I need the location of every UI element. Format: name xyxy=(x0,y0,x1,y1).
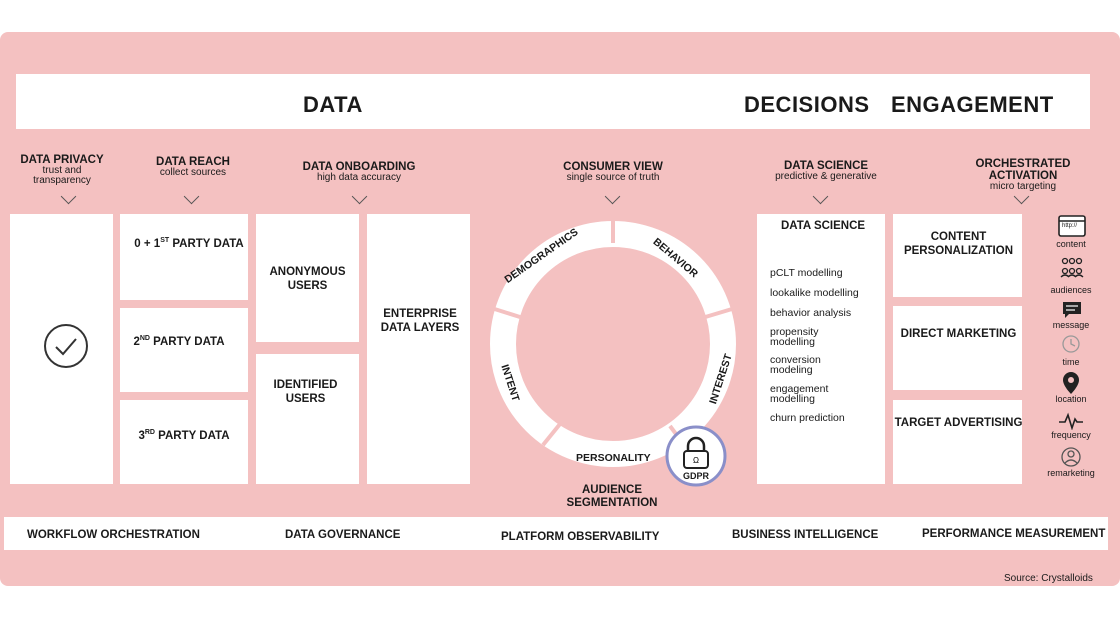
header-subtitle: collect sources xyxy=(159,167,227,178)
header-data-onboarding: DATA ONBOARDING high data accuracy xyxy=(294,161,424,183)
browser-icon xyxy=(1058,215,1086,237)
capability-data-governance: DATA GOVERNANCE xyxy=(285,529,401,541)
header-subtitle: micro targeting xyxy=(989,181,1057,192)
second-party-data-label: 2ND PARTY DATA xyxy=(133,335,225,348)
identified-users-label: IDENTIFIED USERS xyxy=(273,379,338,405)
first-party-data-box xyxy=(120,214,248,300)
enterprise-data-layers-box xyxy=(367,214,470,484)
capability-workflow-orchestration: WORKFLOW ORCHESTRATION xyxy=(27,529,200,541)
browser-glyph: http:// xyxy=(1062,223,1078,229)
header-title: DATA ONBOARDING xyxy=(302,161,416,173)
target-advertising-label: TARGET ADVERTISING xyxy=(894,417,1023,429)
enterprise-data-layers-label: ENTERPRISE DATA LAYERS xyxy=(380,308,460,334)
header-title: DATA PRIVACY xyxy=(20,154,104,166)
data-science-item: behavior analysis xyxy=(770,307,852,319)
icon-label: location xyxy=(1055,394,1087,404)
header-title: DATA SCIENCE xyxy=(783,160,869,172)
gdpr-label: GDPR xyxy=(682,471,709,481)
anonymous-users-label: ANONYMOUS USERS xyxy=(269,266,346,292)
data-science-panel xyxy=(757,214,885,484)
first-party-data-label: 0 + 1ST PARTY DATA xyxy=(134,237,244,250)
message-icon xyxy=(1063,302,1081,318)
checkmark-circle-icon xyxy=(44,324,88,368)
audiences-icon xyxy=(1060,257,1084,278)
header-subtitle: predictive & generative xyxy=(775,171,877,182)
header-subtitle: high data accuracy xyxy=(317,172,401,183)
data-science-item: conversion modeling xyxy=(770,354,821,376)
consumer-view-ring xyxy=(484,218,743,467)
header-data-privacy: DATA PRIVACY trust and transparency xyxy=(12,154,112,186)
header-title: ORCHESTRATED ACTIVATION xyxy=(975,158,1071,182)
bottom-capabilities-bar xyxy=(4,517,1108,550)
header-consumer-view: CONSUMER VIEW single source of truth xyxy=(548,161,678,183)
data-privacy-panel xyxy=(10,214,113,484)
icon-label: time xyxy=(1062,357,1080,367)
banner-data-label: DATA xyxy=(303,92,363,117)
icon-label: frequency xyxy=(1051,430,1091,440)
source-credit: Source: Crystalloids xyxy=(1004,573,1093,584)
gdpr-lock-icon: Ω xyxy=(665,425,727,487)
pulse-icon xyxy=(1059,412,1083,430)
target-advertising-box xyxy=(893,400,1022,484)
clock-icon xyxy=(1062,335,1080,353)
banner-engagement-label: ENGAGEMENT xyxy=(891,92,1054,117)
svg-text:Ω: Ω xyxy=(693,456,699,465)
third-party-data-label: 3RD PARTY DATA xyxy=(138,429,230,442)
capability-business-intelligence: BUSINESS INTELLIGENCE xyxy=(732,529,879,541)
capability-platform-observability: PLATFORM OBSERVABILITY xyxy=(501,531,660,543)
icon-label: audiences xyxy=(1050,285,1092,295)
data-science-item: pCLT modelling xyxy=(770,267,843,279)
anonymous-users-box xyxy=(256,214,359,342)
capability-performance-measurement: PERFORMANCE MEASUREMENT xyxy=(922,528,1106,540)
header-data-reach: DATA REACH collect sources xyxy=(138,156,248,178)
data-science-title: DATA SCIENCE xyxy=(780,220,866,232)
audience-segmentation-caption: AUDIENCE SEGMENTATION xyxy=(566,484,658,509)
top-banner xyxy=(16,74,1090,129)
header-title: CONSUMER VIEW xyxy=(563,161,663,173)
identified-users-box xyxy=(256,354,359,484)
segment-personality: PERSONALITY xyxy=(576,452,651,464)
header-subtitle: trust and transparency xyxy=(33,165,91,186)
header-subtitle: single source of truth xyxy=(566,172,660,183)
data-science-item: propensity modelling xyxy=(770,326,819,348)
icon-label: remarketing xyxy=(1047,468,1095,478)
data-science-item: engagement modelling xyxy=(770,383,829,405)
second-party-data-box xyxy=(120,308,248,392)
header-data-science: DATA SCIENCE predictive & generative xyxy=(758,160,894,182)
remarketing-icon xyxy=(1061,447,1081,467)
location-pin-icon xyxy=(1063,372,1079,394)
direct-marketing-label: DIRECT MARKETING xyxy=(900,328,1017,340)
data-science-item: churn prediction xyxy=(770,412,845,424)
banner-decisions-label: DECISIONS xyxy=(744,92,870,117)
data-science-item: lookalike modelling xyxy=(770,287,859,299)
icon-label: content xyxy=(1056,239,1086,249)
header-title: DATA REACH xyxy=(156,156,230,168)
content-personalization-label: CONTENT PERSONALIZATION xyxy=(903,231,1014,257)
icon-label: message xyxy=(1052,320,1090,330)
direct-marketing-box xyxy=(893,306,1022,390)
content-personalization-box xyxy=(893,214,1022,297)
third-party-data-box xyxy=(120,400,248,484)
header-orchestrated-activation: ORCHESTRATED ACTIVATION micro targeting xyxy=(965,158,1081,192)
